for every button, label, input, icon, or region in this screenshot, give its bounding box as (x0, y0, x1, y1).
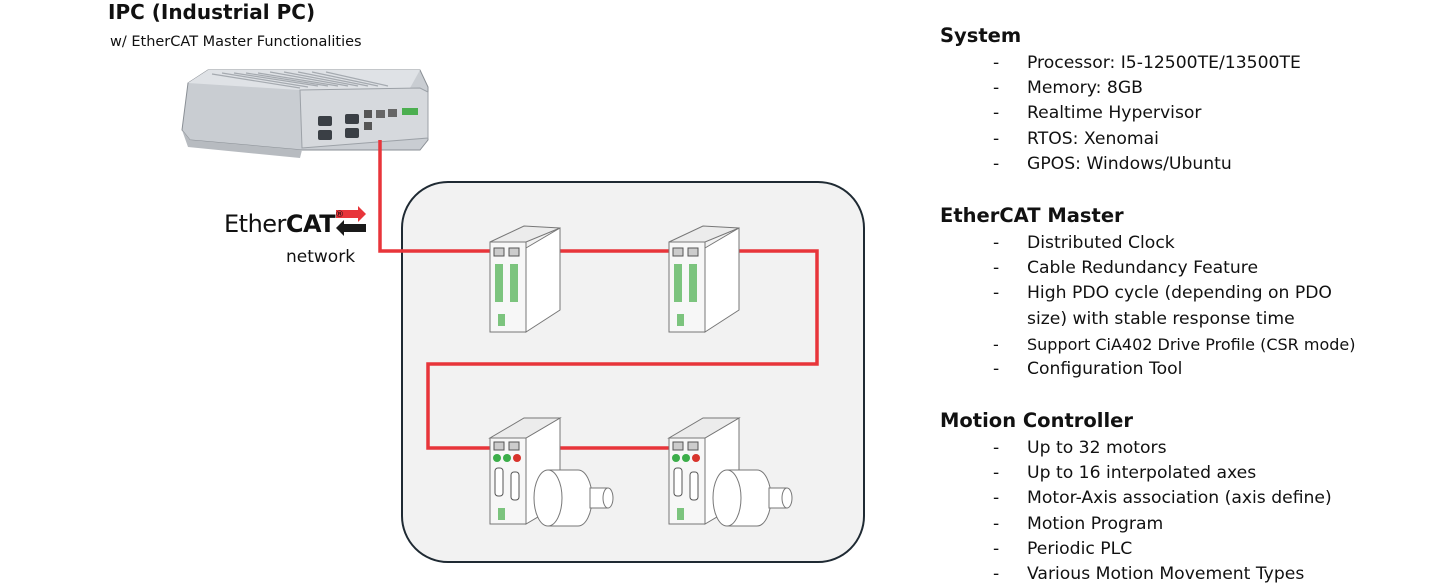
list-item: -Realtime Hypervisor (993, 103, 1202, 124)
ethercat-cable (378, 140, 819, 450)
motor-2 (712, 469, 793, 527)
list-item: -High PDO cycle (depending on PDO size) … (993, 283, 1332, 329)
list-item: -Various Motion Movement Types (993, 564, 1305, 585)
section-title-motion-controller: Motion Controller (940, 409, 1134, 432)
section-title-system: System (940, 24, 1022, 47)
motor-1 (533, 469, 614, 527)
network-label: network (286, 247, 356, 267)
list-item: -Cable Redundancy Feature (993, 258, 1259, 279)
logo-registered-mark: ® (335, 210, 344, 220)
list-item: -RTOS: Xenomai (993, 128, 1159, 149)
list-item: -GPOS: Windows/Ubuntu (993, 153, 1232, 174)
slave-panel (401, 181, 865, 563)
ipc-title: IPC (Industrial PC) (108, 0, 316, 24)
ethercat-arrows-icon (336, 206, 366, 236)
list-item: -Motor-Axis association (axis define) (993, 488, 1332, 509)
ipc-subtitle: w/ EtherCAT Master Functionalities (110, 34, 362, 50)
list-item: -Motion Program (993, 513, 1164, 534)
motion-controller-list: -Up to 32 motors -Up to 16 interpolated … (993, 436, 1407, 587)
logo-ether: Ether (224, 210, 286, 238)
logo-cat: CAT (285, 210, 336, 238)
section-title-ethercat-master: EtherCAT Master (940, 204, 1124, 227)
list-item: -Up to 32 motors (993, 438, 1167, 458)
list-item: -Processor: I5-12500TE/13500TE (993, 53, 1301, 73)
network-diagram (181, 69, 865, 563)
industrial-pc (181, 69, 429, 158)
ethercat-logo: EtherCAT® (224, 210, 344, 238)
ethercat-master-list: -Distributed Clock -Cable Redundancy Fea… (993, 231, 1407, 382)
list-item: -Up to 16 interpolated axes (993, 463, 1257, 484)
list-item: -Distributed Clock (993, 233, 1175, 253)
system-list: -Processor: I5-12500TE/13500TE -Memory: … (993, 51, 1407, 177)
list-item: -Periodic PLC (993, 538, 1133, 559)
io-module-2 (668, 225, 740, 333)
list-item: -Memory: 8GB (993, 78, 1143, 99)
list-item: -Configuration Tool (993, 359, 1183, 380)
io-module-1 (489, 225, 561, 333)
list-item: -Support CiA402 Drive Profile (CSR mode) (993, 334, 1356, 354)
